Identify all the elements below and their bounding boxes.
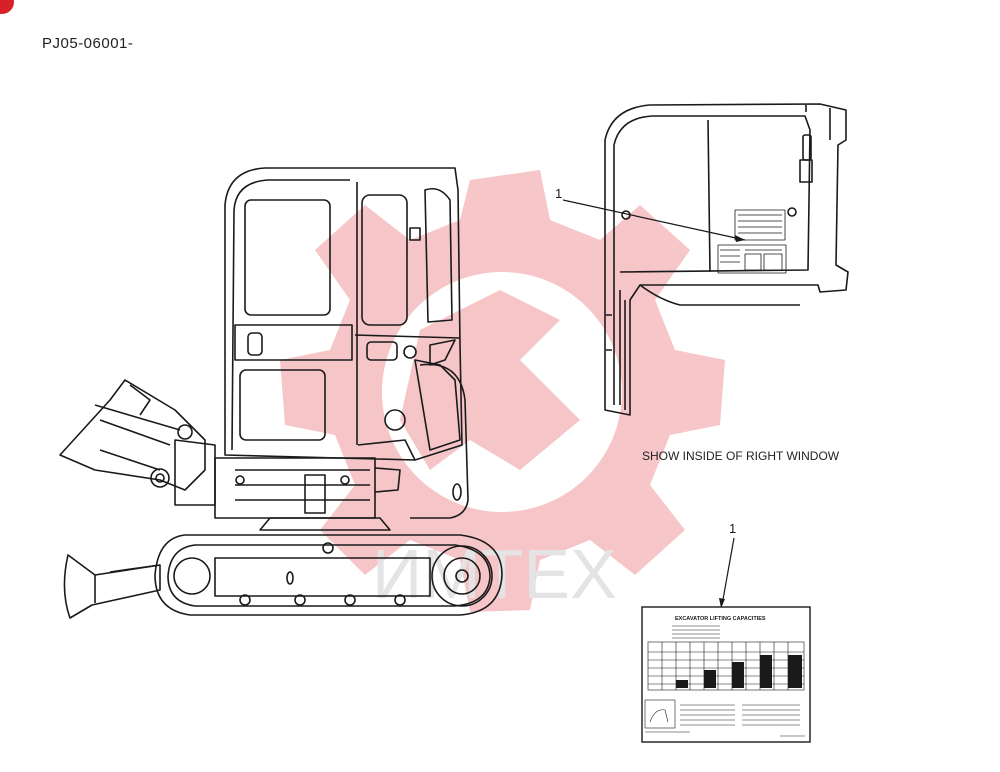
callout-label: 1 — [555, 186, 562, 201]
engine-cover — [410, 363, 469, 519]
document-code: PJ05-06001- — [42, 35, 134, 52]
decal-title: EXCAVATOR LIFTING CAPACITIES — [675, 616, 766, 622]
lift-capacity-decal: EXCAVATOR LIFTING CAPACITIES — [641, 606, 811, 743]
cab — [224, 167, 463, 461]
watermark-text: ИМТЕХ — [372, 535, 617, 613]
window-decal — [717, 209, 787, 274]
callout-window-decal: 1 — [555, 186, 746, 242]
callout-label: 1 — [729, 521, 736, 536]
dozer-blade — [63, 554, 161, 619]
cab-interior-view — [604, 103, 849, 416]
view-caption: SHOW INSIDE OF RIGHT WINDOW — [642, 449, 840, 463]
excavator-side-view — [59, 167, 503, 619]
upper-frame — [214, 457, 401, 531]
callout-lift-chart: 1 — [719, 521, 736, 608]
track-undercarriage — [154, 534, 503, 616]
boom-arm — [59, 379, 216, 506]
watermark: ИМТЕХ — [280, 170, 725, 613]
